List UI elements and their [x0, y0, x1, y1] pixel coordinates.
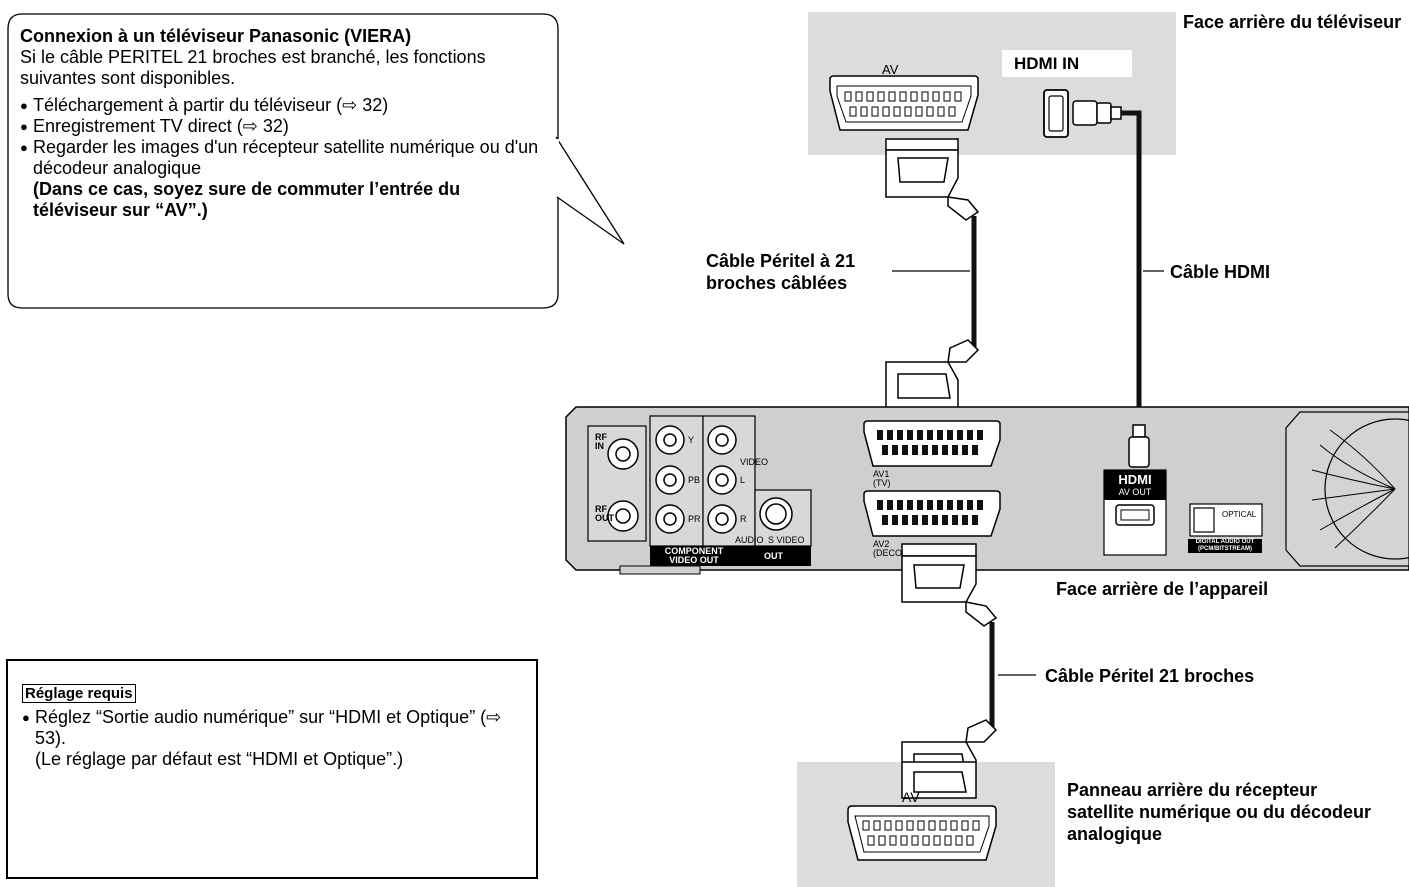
tv-hdmi-socket	[1043, 89, 1069, 138]
scart-plug-unit-lower	[901, 543, 998, 627]
r-label: R	[740, 514, 747, 524]
av2-label: AV2 (DECO	[873, 539, 902, 558]
digital-audio-out-label: DIGITAL AUDIO OUT (PCM/BITSTREAM)	[1195, 539, 1255, 552]
receiver-av-label: AV	[902, 789, 920, 805]
component-video-out-label: COMPONENT VIDEO OUT	[664, 546, 724, 565]
out-label: OUT	[764, 551, 783, 561]
callout-intro: Si le câble PERITEL 21 broches est branc…	[20, 47, 486, 88]
setting-box	[6, 659, 538, 879]
setting-default: (Le réglage par défaut est “HDMI et Opti…	[35, 749, 404, 769]
setting-bullet: Réglez “Sortie audio numérique” sur “HDM…	[22, 707, 522, 749]
hdmi-logo: HDMI	[1118, 472, 1152, 487]
callout-item: Téléchargement à partir du téléviseur (⇨…	[20, 95, 540, 116]
unit-rear-panel	[565, 406, 1409, 575]
cable-peritel-label: Câble Péritel 21 broches	[1045, 666, 1255, 686]
callout-text: Connexion à un téléviseur Panasonic (VIE…	[20, 26, 540, 221]
hdmi-plug-tv	[1072, 100, 1122, 126]
setting-text: Réglage requis Réglez “Sortie audio numé…	[22, 682, 522, 770]
tv-av-scart-socket	[829, 75, 979, 131]
hdmi-cable	[1121, 110, 1142, 425]
rf-in-label: RF IN	[595, 432, 607, 451]
av-out-label: AV OUT	[1118, 487, 1152, 497]
tv-caption: Face arrière du téléviseur	[1183, 12, 1402, 32]
s-video-label: S VIDEO	[768, 535, 805, 545]
callout-item: Regarder les images d'un récepteur satel…	[20, 137, 540, 179]
callout-list: Téléchargement à partir du téléviseur (⇨…	[20, 95, 540, 179]
cable-hdmi-label: Câble HDMI	[1170, 262, 1271, 282]
optical-label: OPTICAL	[1222, 510, 1257, 519]
pr-label: PR	[688, 514, 701, 524]
callout-title: Connexion à un téléviseur Panasonic (VIE…	[20, 26, 412, 46]
cable-peritel-wired-label: Câble Péritel à 21 broches câblées	[706, 251, 856, 293]
rf-out-label: RF OUT	[595, 504, 614, 523]
pb-label: PB	[688, 475, 701, 485]
scart-plug-tv	[885, 138, 980, 221]
l-label: L	[740, 475, 746, 485]
receiver-av-scart-socket	[847, 805, 997, 861]
video-label: VIDEO	[740, 457, 769, 467]
setting-heading: Réglage requis	[22, 684, 136, 703]
tv-av-label: AV	[882, 62, 899, 77]
callout-item: Enregistrement TV direct (⇨ 32)	[20, 116, 540, 137]
audio-label: AUDIO	[735, 535, 764, 545]
unit-caption: Face arrière de l’appareil	[1056, 579, 1269, 599]
callout-note: (Dans ce cas, soyez sure de commuter l’e…	[33, 179, 461, 220]
hdmi-plug-unit	[1128, 424, 1150, 468]
av1-label: AV1 (TV)	[873, 469, 891, 488]
tv-hdmi-in-label: HDMI IN	[1014, 54, 1080, 73]
y-label: Y	[688, 435, 695, 445]
receiver-caption: Panneau arrière du récepteur satellite n…	[1067, 780, 1372, 844]
